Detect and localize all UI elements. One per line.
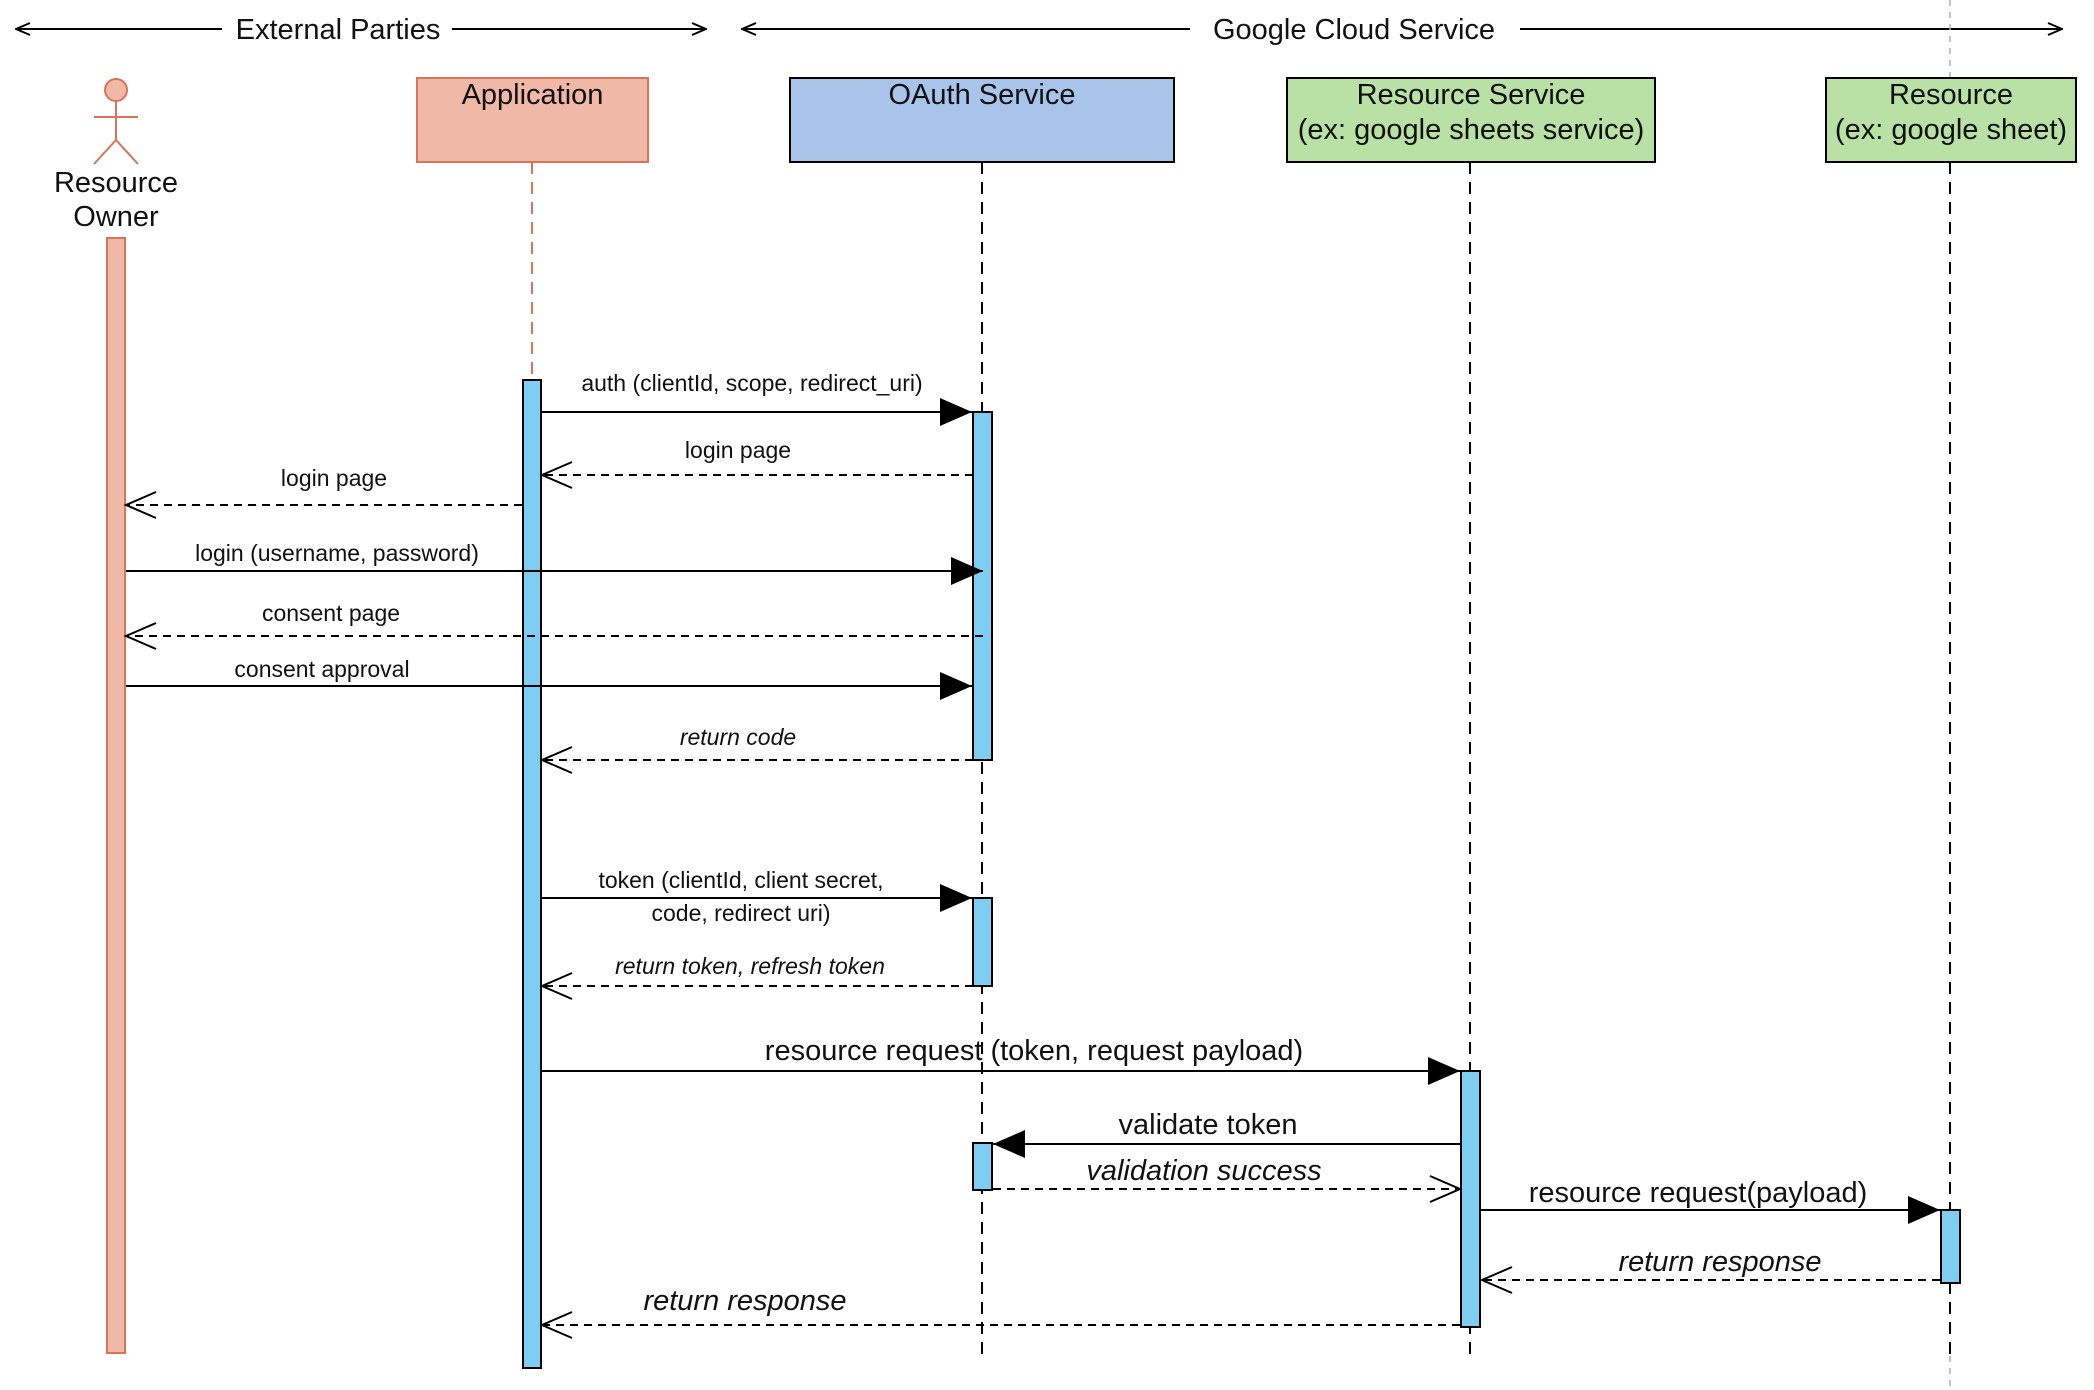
resource-owner-actor-icon: [93, 78, 139, 165]
actor-head: [104, 78, 128, 102]
resource-service-activation-bar: [1460, 1070, 1481, 1328]
message-token-label-line1: token (clientId, client secret,: [598, 867, 883, 893]
oauth-service-box: [789, 77, 1175, 163]
application-activation-bar: [522, 379, 542, 1369]
message-resource-request-label: resource request (token, request payload…: [765, 1035, 1303, 1067]
message-token-label-line2: code, redirect uri): [652, 900, 831, 926]
oauth-activation-bar-1: [972, 411, 993, 761]
oauth-activation-bar-3: [972, 1142, 993, 1191]
resource-box: [1825, 77, 2077, 163]
application-box: [416, 77, 649, 163]
actor-left-leg: [93, 139, 117, 165]
application-label-line1: Application: [462, 79, 604, 111]
resource-service-label-line2: (ex: google sheets service): [1298, 114, 1645, 146]
oauth-activation-bar-2: [972, 897, 993, 987]
message-auth-label: auth (clientId, scope, redirect_uri): [581, 370, 922, 396]
resource-service-label-line1: Resource Service: [1357, 79, 1586, 111]
oauth-service-label-line1: OAuth Service: [889, 79, 1076, 111]
message-consent-approval-label: consent approval: [234, 656, 409, 682]
resource-activation-bar: [1940, 1209, 1961, 1284]
message-return-response-2-label: return response: [643, 1285, 846, 1317]
scope-gcs-label: Google Cloud Service: [1213, 14, 1495, 46]
message-validation-success-label: validation success: [1086, 1155, 1321, 1187]
resource-owner-label-line1: Resource: [54, 167, 178, 199]
message-validate-token-label: validate token: [1119, 1109, 1298, 1141]
message-login-page-2-label: login page: [281, 465, 387, 491]
resource-label-line1: Resource: [1889, 79, 2013, 111]
scope-external-label: External Parties: [236, 14, 441, 46]
message-login-label: login (username, password): [195, 540, 479, 566]
message-resource-request-payload-label: resource request(payload): [1529, 1177, 1868, 1209]
resource-owner-activation-bar: [106, 237, 126, 1354]
message-consent-page-label: consent page: [262, 600, 400, 626]
resource-owner-label-line2: Owner: [73, 201, 159, 233]
message-return-token-label: return token, refresh token: [615, 953, 885, 979]
resource-label-line2: (ex: google sheet): [1835, 114, 2067, 146]
resource-service-box: [1286, 77, 1656, 163]
message-return-response-1-label: return response: [1618, 1246, 1821, 1278]
actor-right-leg: [115, 139, 139, 165]
message-login-page-1-label: login page: [685, 437, 791, 463]
message-return-code-label: return code: [680, 724, 796, 750]
